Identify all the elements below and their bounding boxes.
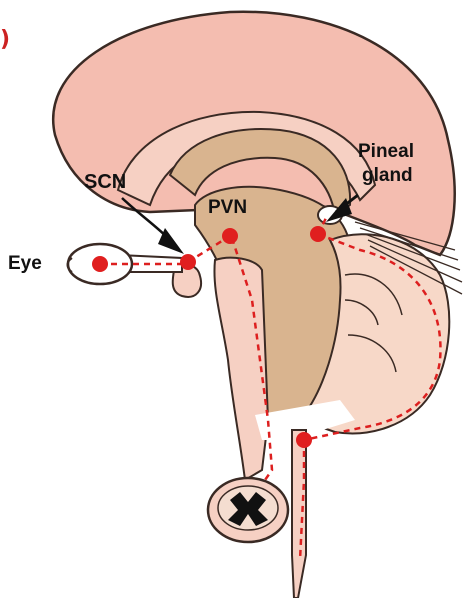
spinal-node	[296, 432, 312, 448]
eye-label: Eye	[8, 254, 42, 274]
eye-node	[92, 256, 108, 272]
scn-label: SCN	[84, 172, 126, 193]
pvn-label: PVN	[208, 198, 247, 218]
pineal-node	[310, 226, 326, 242]
pineal-label-line1: Pineal	[358, 142, 414, 162]
scn-node	[180, 254, 196, 270]
pineal-label-line2: gland	[362, 166, 413, 186]
pvn-node	[222, 228, 238, 244]
panel-marker: )	[0, 28, 10, 51]
